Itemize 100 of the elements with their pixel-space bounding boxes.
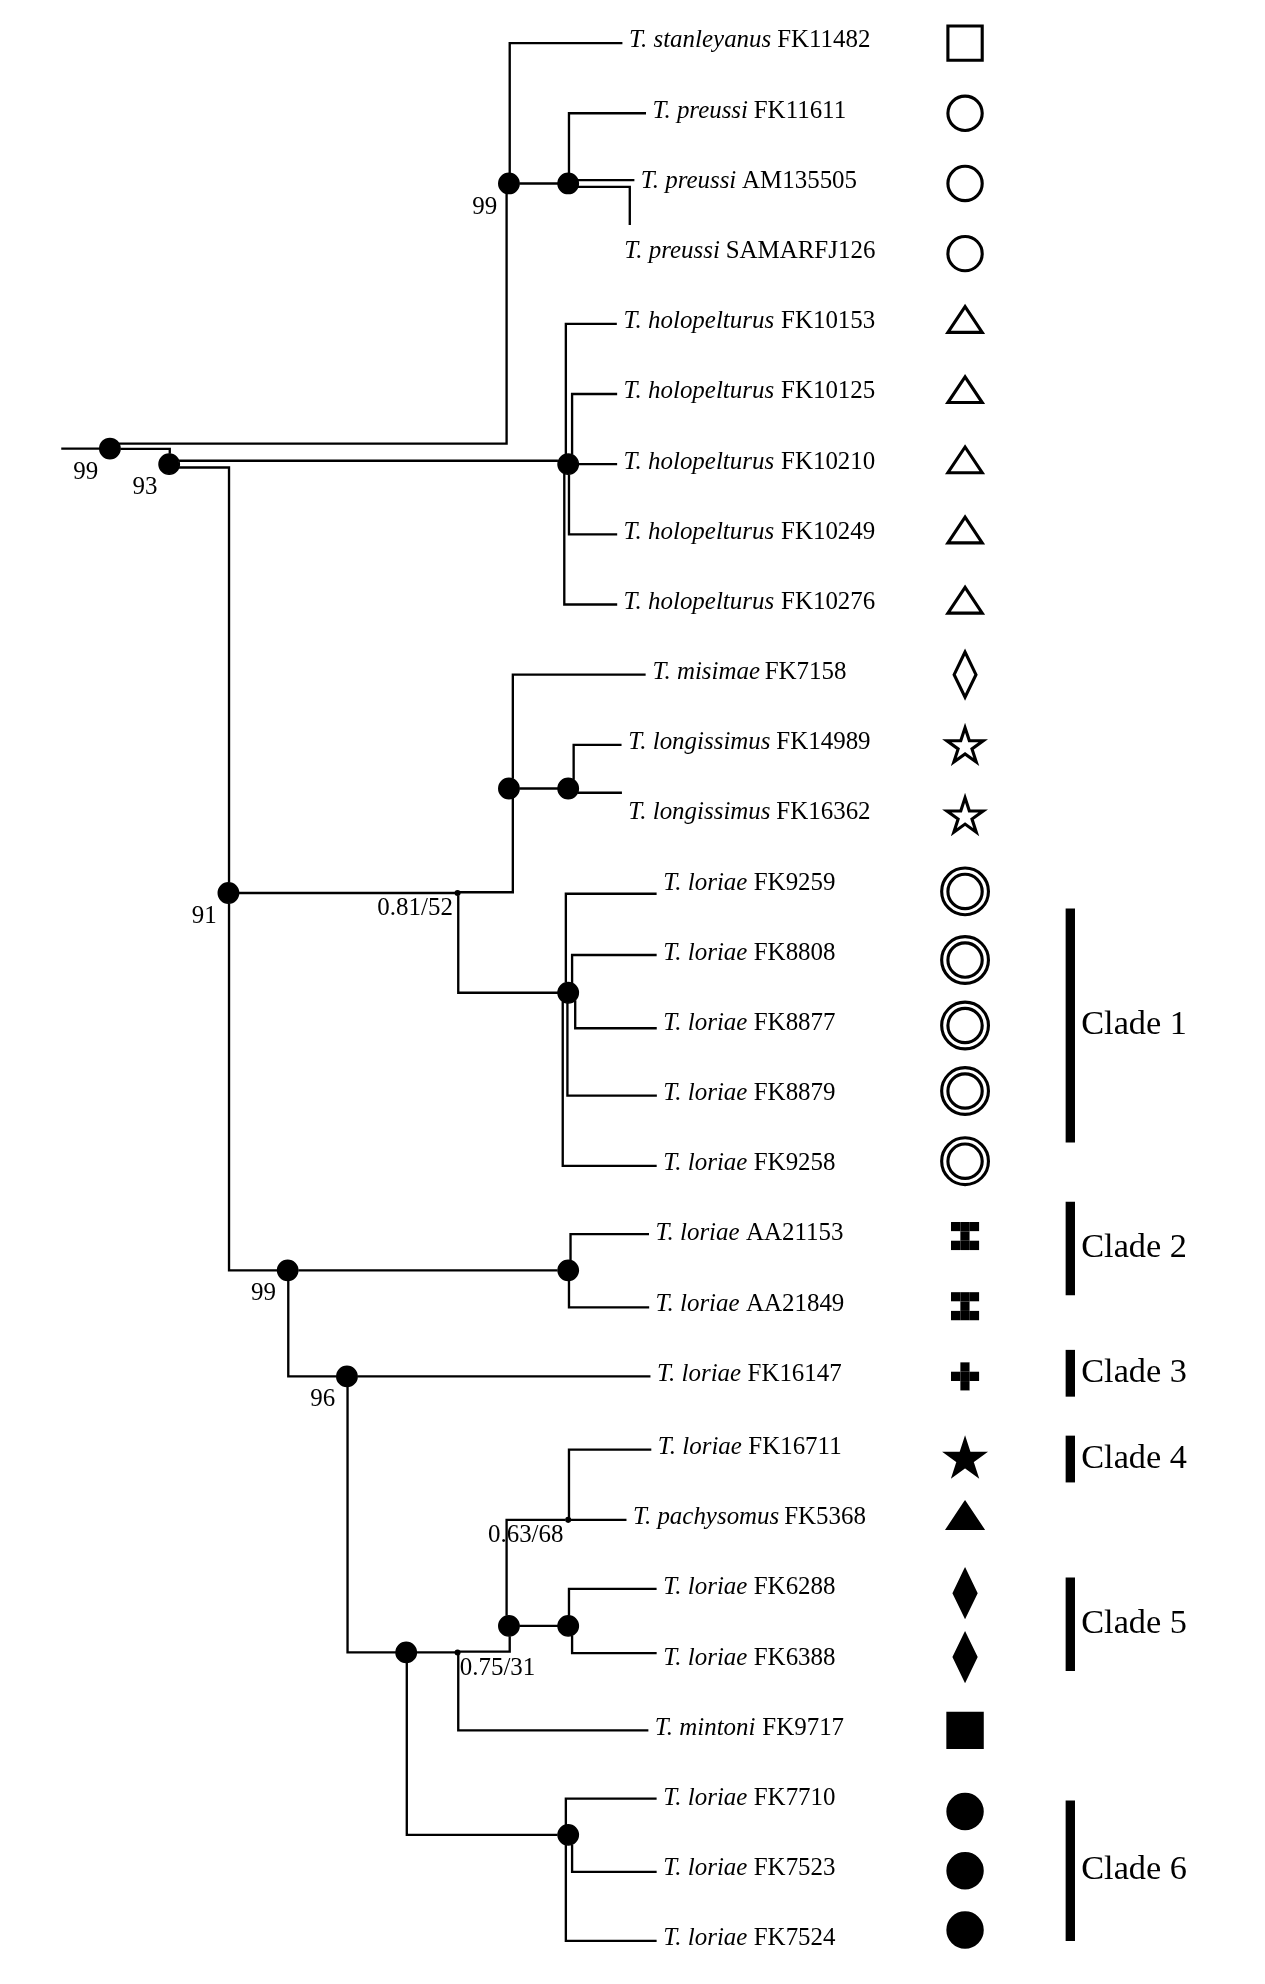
connector (567, 1280, 649, 1309)
node-triangle (944, 444, 985, 475)
connector (297, 1269, 558, 1272)
connector (511, 673, 646, 779)
connector (567, 474, 617, 536)
node-point (454, 1649, 461, 1656)
node-text: T. loriae AA21849 (655, 1288, 844, 1316)
node-text: T. preussi AM135505 (640, 165, 857, 193)
node-circle (217, 882, 239, 904)
connector (567, 112, 646, 174)
node-label: 93 (132, 472, 157, 500)
node-circle (945, 94, 984, 132)
connector (568, 1232, 649, 1261)
connector (578, 462, 617, 466)
node-circle (939, 1136, 990, 1187)
node-text: T. holopelturus FK10153 (623, 306, 875, 334)
node-circle (945, 1911, 984, 1949)
connector (561, 1001, 657, 1168)
connector (567, 1448, 651, 1518)
node-text: T. mintoni FK9717 (654, 1712, 844, 1740)
node-point (564, 1516, 571, 1523)
node-triangle (944, 374, 985, 405)
node-circle (945, 164, 984, 203)
connector (570, 392, 617, 455)
node-text: T. loriae FK16711 (657, 1432, 842, 1460)
node-label: 91 (191, 901, 217, 929)
connector (456, 895, 558, 994)
node-diamond (951, 648, 978, 701)
node-triangle (944, 303, 985, 334)
node-text: T. holopelturus FK10125 (623, 376, 875, 404)
connector (570, 953, 657, 984)
label: Clade 5 (1080, 1602, 1187, 1641)
node-circle (157, 453, 180, 476)
node-circle (945, 1792, 984, 1831)
node-circle (394, 1641, 417, 1664)
node-circle (98, 437, 121, 460)
node-text: T. pachysomus FK5368 (632, 1502, 866, 1530)
connector (570, 1844, 657, 1874)
connector (459, 798, 514, 894)
node-circle (497, 1615, 520, 1637)
node-circle (556, 1259, 579, 1282)
node-text: T. loriae FK8877 (662, 1007, 836, 1035)
connector (227, 903, 277, 1272)
node-circle (945, 1852, 984, 1890)
node-text: T. longissimus FK16362 (627, 797, 871, 825)
node-diamond (951, 1566, 978, 1620)
connector (518, 1624, 558, 1628)
node-text: T. holopelturus FK10210 (623, 446, 875, 474)
connector (178, 466, 230, 883)
node-text: T. loriae FK7524 (662, 1923, 836, 1951)
connector (459, 1636, 511, 1653)
node-circle (276, 1259, 299, 1282)
node-circle (556, 981, 579, 1004)
node-label: 0.81/52 (376, 893, 453, 921)
connector (564, 1845, 657, 1943)
node-text: T. longissimus FK14989 (627, 727, 871, 755)
node-text: T. loriae FK9259 (662, 867, 836, 895)
node-label: 0.75/31 (459, 1652, 535, 1680)
connector (518, 182, 558, 185)
node-text: T. loriae FK7710 (662, 1782, 836, 1810)
connector (286, 1280, 337, 1378)
connector (567, 1587, 657, 1616)
label: Clade 1 (1080, 1003, 1187, 1042)
node-text: T. preussi FK11611 (651, 95, 846, 123)
connector (345, 1386, 396, 1654)
node-triangle (944, 584, 985, 615)
node-label: 99 (471, 191, 497, 219)
connector (508, 41, 622, 173)
node-text: T. stanleyanus FK11482 (628, 25, 870, 53)
node-point (454, 889, 461, 896)
node-circle (556, 1615, 579, 1637)
node-circle (939, 1066, 990, 1116)
node-text: T. loriae AA21153 (655, 1218, 843, 1246)
connector (119, 447, 171, 454)
node-star (941, 722, 988, 767)
node-star (941, 792, 988, 837)
node-circle (556, 453, 579, 476)
label: Clade 3 (1080, 1351, 1187, 1389)
node-circle (945, 234, 984, 273)
connector (562, 473, 617, 606)
connector (577, 791, 622, 794)
node-triangle (944, 1499, 985, 1530)
node-star (941, 1435, 988, 1479)
connector (564, 322, 617, 455)
connector (405, 1662, 558, 1836)
node-circle (497, 172, 520, 195)
connector (456, 1655, 648, 1732)
connector (178, 459, 558, 462)
connector (118, 193, 508, 445)
node-label: 99 (250, 1278, 276, 1306)
node-text: T. loriae FK8879 (662, 1078, 836, 1106)
node-circle (939, 1000, 990, 1051)
connector (416, 1651, 455, 1654)
node-text: T. loriae FK16147 (656, 1358, 842, 1386)
node-square (945, 1711, 984, 1750)
connector (564, 892, 657, 983)
node-circle (556, 1823, 579, 1846)
node-text: T. loriae FK6288 (662, 1572, 836, 1600)
node-text: T. loriae FK9258 (662, 1148, 836, 1176)
node-circle (556, 172, 579, 195)
